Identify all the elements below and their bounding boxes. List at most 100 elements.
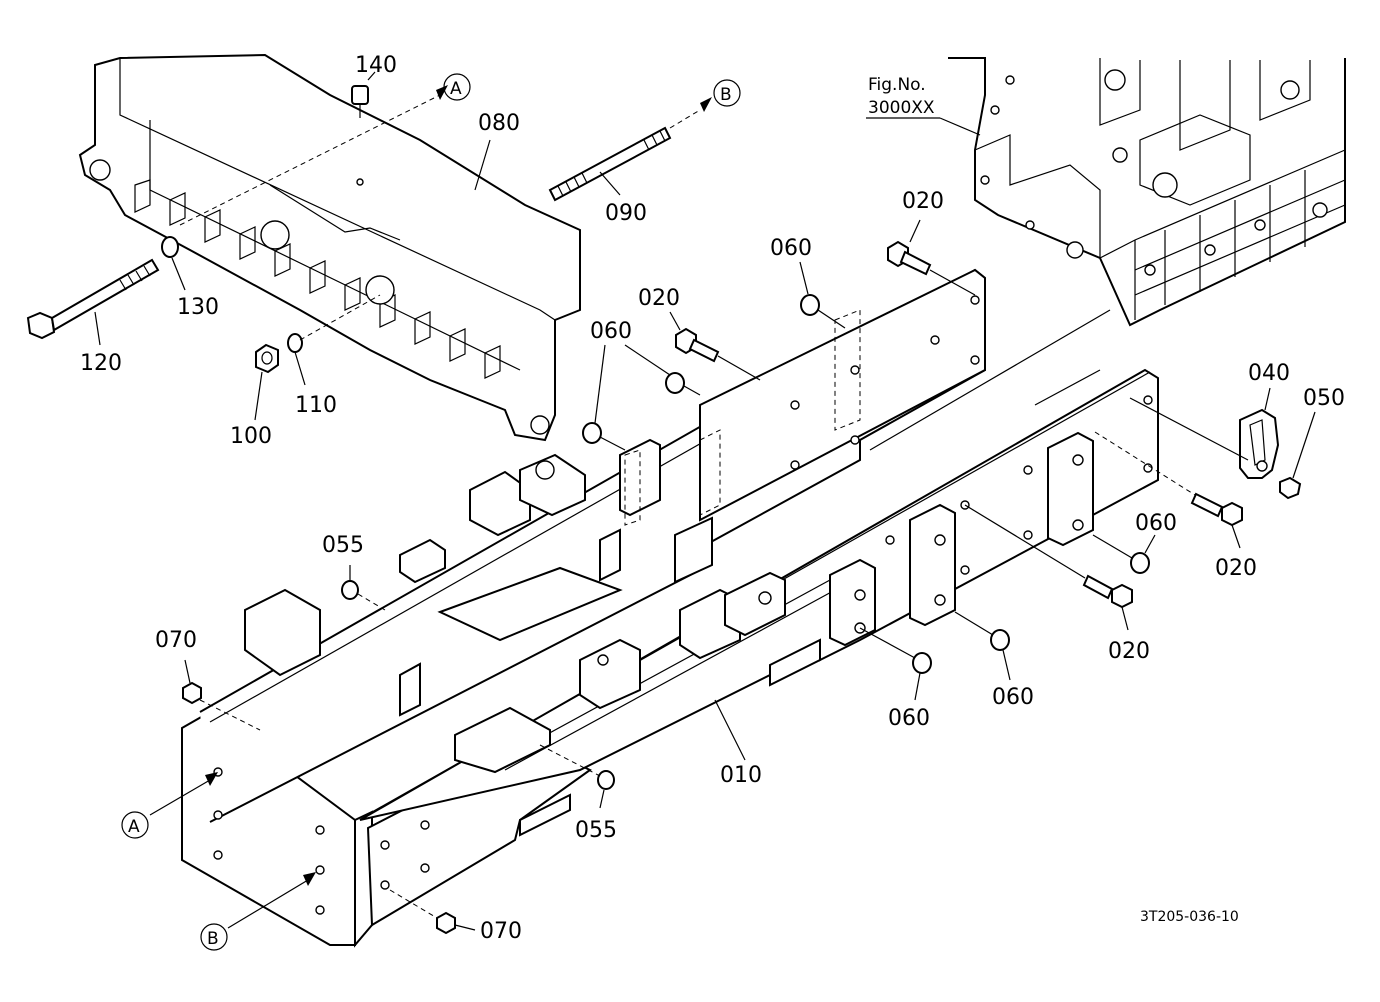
callout-a-circle-left [121,811,149,839]
leader-120 [94,311,101,346]
label-090: 090 [605,201,647,226]
axis-060-right [1092,534,1133,559]
label-140: 140 [355,53,397,78]
label-060-low1: 060 [888,706,930,731]
callout-a-left: A [128,817,140,837]
leader-020-low [1121,606,1129,631]
callout-b-left: B [207,929,219,949]
axis-060-low2 [954,611,994,636]
bolt-020-top [887,240,932,276]
drawing-code: 3T205-036-10 [1140,909,1239,925]
arrow-b-line [669,109,701,129]
arrow-b-head [700,97,712,112]
bolt-axis-line [299,294,381,341]
leader-080 [474,139,491,191]
leader-110 [294,351,306,386]
label-050: 050 [1303,386,1345,411]
washer-060-mid-a [665,372,685,394]
label-130: 130 [177,295,219,320]
leader-090 [599,171,621,196]
axis-060-mid-b [599,436,626,451]
leader-070-low [454,924,476,931]
leader-140 [367,71,376,81]
washer-060-mid-b [582,422,602,444]
leader-060-mid-a [624,344,671,376]
label-020-right: 020 [1215,556,1257,581]
axis-055-top [357,593,386,611]
label-020-mid: 020 [638,286,680,311]
bolt-020-low [1082,574,1133,609]
frame-010 [181,268,1159,948]
axis-020-top [929,269,976,296]
axis-020-right [1094,431,1196,496]
callout-b-circle-top [713,79,741,107]
label-110: 110 [295,393,337,418]
washer-055-top [341,580,359,600]
leader-130 [171,257,186,291]
label-020-top: 020 [902,189,944,214]
washer-060-right [1130,552,1150,574]
leader-020-top [909,219,921,243]
clamp-040 [1239,408,1280,479]
label-100: 100 [230,424,272,449]
leader-060-mid-b [594,344,606,424]
bolt-120 [26,258,160,340]
label-120: 120 [80,351,122,376]
leader-060-low1 [914,672,921,701]
label-060-right: 060 [1135,511,1177,536]
axis-020-low [964,504,1086,579]
washer-060-top [800,294,820,316]
engine-block-outline [948,57,1346,327]
label-070-low: 070 [480,919,522,944]
washer-060-low2 [990,629,1010,651]
axis-020-mid [717,355,761,381]
callout-b-top: B [720,85,732,105]
label-060-mid: 060 [590,319,632,344]
leader-010 [714,699,746,761]
label-055-top: 055 [322,533,364,558]
hidden-plate-outline [834,309,861,431]
bolt-050 [1279,476,1302,500]
arrow-a-left-line [149,779,211,816]
frame-to-engine-line-2 [1034,369,1101,406]
hidden-bracket-outline-2 [699,429,721,516]
label-080: 080 [478,111,520,136]
leader-100 [254,371,263,421]
arrow-a-head [436,85,448,100]
leader-020-mid [669,311,681,331]
label-055-low: 055 [575,818,617,843]
nut-100 [255,343,279,374]
arrow-a-left-head [205,772,218,786]
axis-040 [1129,397,1249,461]
bolt-070-low [436,911,456,935]
bolt-020-right [1190,492,1243,527]
leader-060-low2 [1002,649,1011,681]
arrow-a-line [179,94,441,226]
label-040: 040 [1248,361,1290,386]
washer-110 [287,333,303,353]
label-020-low: 020 [1108,639,1150,664]
axis-060-top [817,309,846,329]
leader-060-right [1144,534,1156,554]
callout-b-circle-left [200,923,228,951]
axis-070-low [389,889,438,919]
cover-080 [78,53,581,442]
bolt-070-top [182,681,202,705]
washer-060-low1 [912,652,932,674]
axis-060-mid-a [683,385,701,396]
label-010: 010 [720,763,762,788]
frame-to-engine-line [869,309,1111,451]
callout-a-circle-top [443,73,471,101]
stud-090 [548,126,672,202]
figure-ref-leader [939,117,981,136]
callout-a-top: A [450,79,462,99]
label-060-low2: 060 [992,685,1034,710]
arrow-b-left-head [303,872,316,886]
leader-060-top [799,261,809,295]
figure-ref-number: 3000XX [868,98,935,118]
hidden-bracket-outline [624,449,641,526]
label-070-top: 070 [155,628,197,653]
leader-020-right [1231,524,1241,549]
axis-055-low [539,744,601,777]
